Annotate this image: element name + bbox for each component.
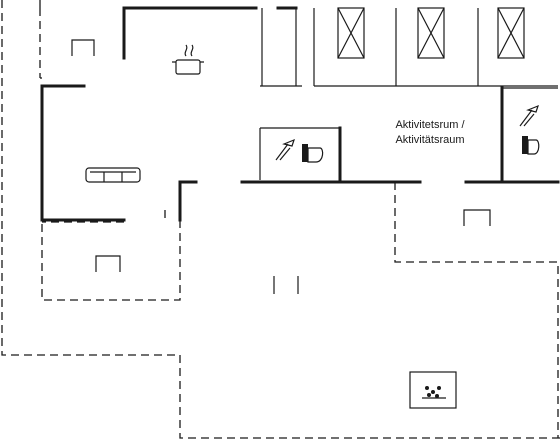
stove-pot-icon	[172, 44, 204, 75]
bed-icon	[95, 255, 121, 272]
sofa-icon	[85, 167, 141, 183]
room-label-line2: Aktivitätsraum	[395, 134, 465, 146]
walls	[40, 6, 560, 222]
wardrobe-1	[337, 7, 365, 59]
room-label-line1: Aktivitetsrum /	[395, 119, 465, 131]
toilet-icon	[302, 144, 324, 163]
interior-partitions	[259, 8, 558, 294]
toilet-icon	[522, 136, 540, 155]
hot-tub-icon	[409, 371, 457, 409]
room-label-activity-room: Aktivitetsrum / Aktivitätsraum	[360, 118, 500, 148]
shower-icon	[519, 104, 539, 127]
bed-icon	[71, 39, 95, 56]
wardrobe-3	[497, 7, 525, 59]
wardrobe-2	[417, 7, 445, 59]
bed-icon	[463, 209, 491, 226]
shower-icon	[275, 138, 295, 161]
